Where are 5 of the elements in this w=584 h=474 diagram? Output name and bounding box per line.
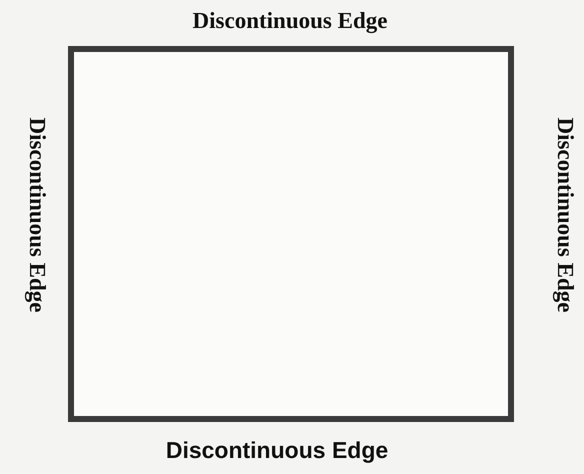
side-label: Discontinuous Edge xyxy=(552,118,578,312)
side-label: Discontinuous Edge xyxy=(166,437,388,464)
side-label: Discontinuous Edge xyxy=(24,118,50,312)
square-frame xyxy=(68,46,514,422)
side-label: Discontinuous Edge xyxy=(192,8,388,34)
